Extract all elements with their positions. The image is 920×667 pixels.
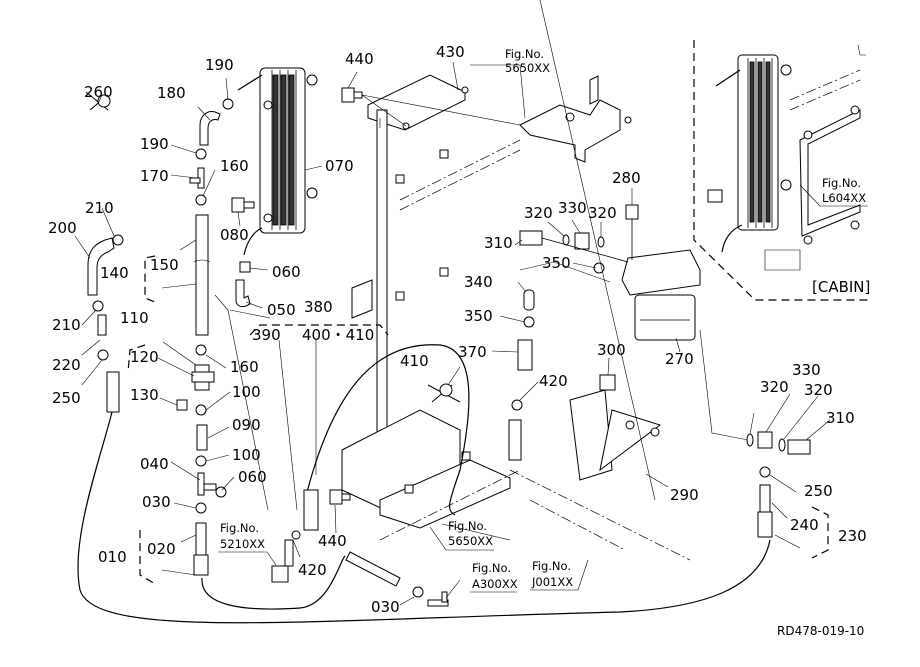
fig-ref-number: 5210XX — [220, 537, 265, 551]
label-390: 390 — [252, 326, 281, 344]
cabin-bracket — [764, 44, 866, 271]
label-160: 160 — [220, 157, 249, 175]
clip-410 — [427, 383, 461, 403]
label-270: 270 — [665, 350, 694, 368]
label-190: 190 — [205, 56, 234, 74]
label-250: 250 — [804, 482, 833, 500]
label-320: 320 — [588, 204, 617, 222]
left-hose-assembly — [85, 91, 255, 576]
label-330: 330 — [558, 199, 587, 217]
label-380: 380 — [304, 298, 333, 316]
fig-ref-number: L604XX — [822, 191, 866, 205]
label-400-410: 400・410 — [302, 326, 374, 344]
cabin-oil-cooler — [707, 54, 792, 253]
label-280: 280 — [612, 169, 641, 187]
label-210: 210 — [52, 316, 81, 334]
label-320: 320 — [760, 378, 789, 396]
label-030: 030 — [142, 493, 171, 511]
label-240: 240 — [790, 516, 819, 534]
fig-ref-number: 5650XX — [448, 534, 493, 548]
label-140: 140 — [100, 264, 129, 282]
label-420: 420 — [298, 561, 327, 579]
label-080: 080 — [220, 226, 249, 244]
label-100: 100 — [232, 383, 261, 401]
label-310: 310 — [826, 409, 855, 427]
hose-chain-center — [508, 261, 611, 461]
part-labels: 260 180 190 190 170 160 070 080 210 200 … — [48, 43, 867, 616]
label-420: 420 — [539, 372, 568, 390]
bolt-440-top — [341, 87, 363, 103]
label-040: 040 — [140, 455, 169, 473]
upper-bracket-5650xx — [519, 75, 632, 163]
label-010: 010 — [98, 548, 127, 566]
label-310: 310 — [484, 234, 513, 252]
label-180: 180 — [157, 84, 186, 102]
label-190: 190 — [140, 135, 169, 153]
bracket-290 — [569, 374, 662, 481]
fig-ref-label: Fig.No. — [532, 559, 571, 573]
label-320: 320 — [524, 204, 553, 222]
label-150: 150 — [150, 256, 179, 274]
label-210: 210 — [85, 199, 114, 217]
label-030: 030 — [371, 598, 400, 616]
elbow-5210xx — [271, 489, 319, 583]
label-070: 070 — [325, 157, 354, 175]
label-320: 320 — [804, 381, 833, 399]
bolt-440-bottom — [329, 489, 351, 505]
fig-ref-number: J001XX — [531, 575, 573, 589]
label-290: 290 — [670, 486, 699, 504]
tee-a300xx — [345, 551, 449, 607]
label-300: 300 — [597, 341, 626, 359]
label-020: 020 — [147, 540, 176, 558]
cabin-label: [CABIN] — [812, 278, 870, 296]
label-250: 250 — [52, 389, 81, 407]
label-100: 100 — [232, 446, 261, 464]
label-090: 090 — [232, 416, 261, 434]
fig-ref-label: Fig.No. — [505, 47, 544, 61]
label-060: 060 — [272, 263, 301, 281]
fig-ref-label: Fig.No. — [472, 561, 511, 575]
center-bracket — [341, 74, 521, 541]
label-170: 170 — [140, 167, 169, 185]
label-200: 200 — [48, 219, 77, 237]
fig-ref-label: Fig.No. — [220, 521, 259, 535]
fuel-return-hose — [77, 411, 771, 624]
group-bracket-140 — [144, 255, 156, 303]
drawing-code: RD478-019-10 — [777, 624, 864, 638]
label-370: 370 — [458, 343, 487, 361]
label-350: 350 — [464, 307, 493, 325]
label-160: 160 — [230, 358, 259, 376]
label-120: 120 — [130, 348, 159, 366]
label-060: 060 — [238, 468, 267, 486]
label-330: 330 — [792, 361, 821, 379]
label-230: 230 — [838, 527, 867, 545]
fuel-hose-2 — [201, 555, 346, 610]
fig-ref-number: A300XX — [472, 577, 518, 591]
label-440: 440 — [345, 50, 374, 68]
group-bracket-380 — [249, 324, 389, 336]
fig-ref-number: 5650XX — [505, 61, 550, 75]
group-bracket-010 — [139, 530, 158, 586]
label-110: 110 — [120, 309, 149, 327]
label-260: 260 — [84, 83, 113, 101]
cabin-inset: Fig.No. L604XX [CABIN] — [693, 40, 870, 301]
label-350: 350 — [542, 254, 571, 272]
fuel-filter — [519, 204, 701, 341]
oil-cooler — [237, 67, 318, 256]
label-430: 430 — [436, 43, 465, 61]
fig-ref-label: Fig.No. — [822, 176, 861, 190]
fig-ref-label: Fig.No. — [448, 519, 487, 533]
label-130: 130 — [130, 386, 159, 404]
right-banjo — [699, 329, 811, 538]
label-050: 050 — [267, 301, 296, 319]
label-340: 340 — [464, 273, 493, 291]
label-410: 410 — [400, 352, 429, 370]
leader-lines — [74, 61, 831, 606]
label-220: 220 — [52, 356, 81, 374]
label-440: 440 — [318, 532, 347, 550]
